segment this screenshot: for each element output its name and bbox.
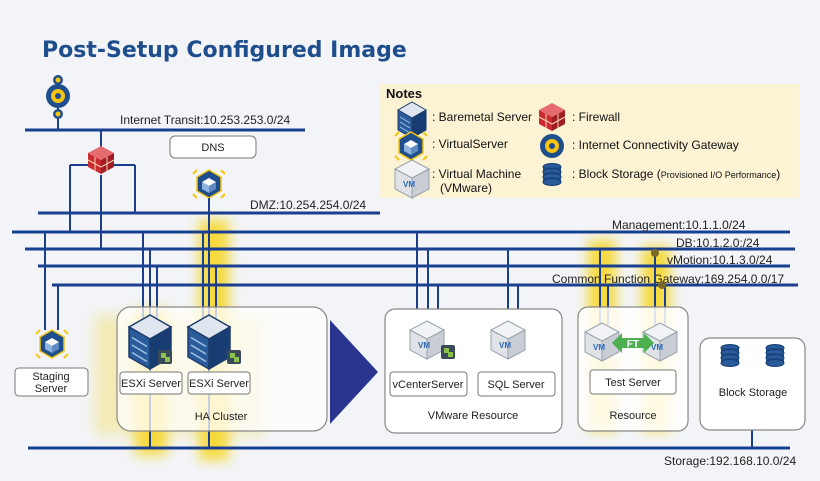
page-title: Post-Setup Configured Image (42, 38, 407, 63)
notes-heading: Notes (386, 86, 422, 101)
ha-cluster-label: HA Cluster (195, 411, 248, 423)
staging-server-label-line1: Staging (32, 371, 69, 383)
internet-gateway-icon (46, 75, 70, 130)
block-storage-label: Block Storage (719, 387, 787, 399)
note-block-storage: : Block Storage (Provisioned I/O Perform… (572, 167, 780, 181)
test-server-label: Test Server (605, 377, 661, 389)
dns-node: DNS (169, 135, 257, 159)
storage-label: Storage:192.168.10.0/24 (664, 454, 796, 468)
block-storage-icon (765, 344, 785, 367)
vmware-badge-icon (158, 350, 172, 364)
block-storage-icon (720, 344, 740, 367)
vmware-badge-icon (441, 345, 455, 359)
common-function-gateway-label: Common Function Gateway:169.254.0.0/17 (552, 272, 784, 286)
vmware-resource-label: VMware Resource (428, 410, 518, 422)
note-baremetal-server: : Baremetal Server (432, 110, 532, 124)
internet-transit-label: Internet Transit:10.253.253.0/24 (120, 113, 290, 127)
note-firewall: : Firewall (572, 110, 620, 124)
db-label: DB:10.1.2.0:/24 (676, 236, 760, 250)
ft-arrow-icon (612, 333, 654, 353)
ft-badge: FT (627, 339, 639, 350)
sql-server-label: SQL Server (487, 379, 544, 391)
resource-label: Resource (609, 410, 656, 422)
vmware-badge-icon (227, 350, 241, 364)
esxi-server-2-label: ESXi Server (189, 378, 249, 390)
note-virtual-machine-vmware: (VMware) (440, 181, 492, 195)
block-storage-group: Block Storage (699, 337, 806, 431)
staging-server-node: Staging Server (14, 367, 89, 397)
flow-arrow-icon (330, 320, 378, 424)
vmotion-label: vMotion:10.1.3.0/24 (667, 253, 773, 267)
block-storage-icon (542, 163, 562, 186)
virtual-server-icon (192, 169, 226, 199)
internet-gateway-icon (540, 134, 564, 158)
esxi-server-1-label: ESXi Server (121, 378, 181, 390)
virtual-server-icon (35, 329, 69, 359)
resource-group: FT Test Server Resource (577, 306, 689, 432)
dns-label: DNS (201, 142, 224, 154)
dmz-label: DMZ:10.254.254.0/24 (250, 198, 366, 212)
note-virtual-server: : VirtualServer (432, 137, 508, 151)
management-label: Management:10.1.1.0/24 (612, 218, 746, 232)
vcenter-server-label: vCenterServer (393, 379, 464, 391)
note-internet-connectivity-gateway: : Internet Connectivity Gateway (572, 138, 739, 152)
firewall-icon (87, 145, 115, 175)
ha-cluster-group: ESXi Server ESXi Server HA Cluster (116, 306, 328, 432)
staging-server-label-line2: Server (35, 383, 68, 395)
notes-panel: Notes : Baremetal Server : Firewall : Vi… (380, 84, 800, 199)
baremetal-server-icon (187, 314, 231, 370)
note-virtual-machine: : Virtual Machine (432, 167, 521, 181)
vmware-resource-group: vCenterServer SQL Server VMware Resource (384, 308, 563, 434)
